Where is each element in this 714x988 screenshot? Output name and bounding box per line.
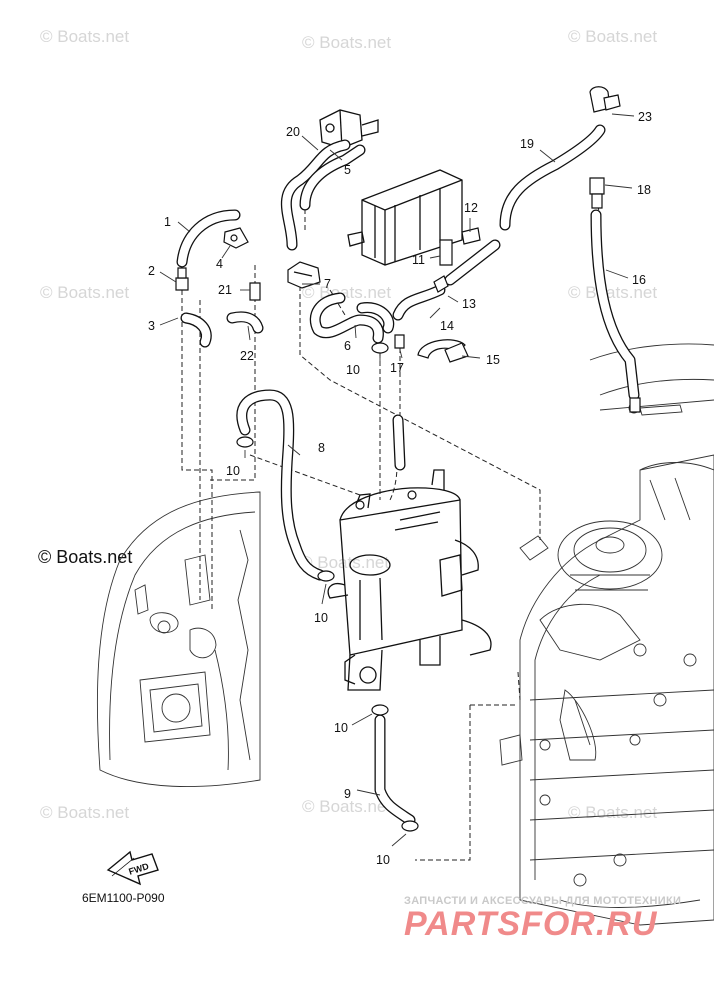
callout-10: 10 bbox=[314, 611, 328, 625]
callout-10: 10 bbox=[376, 853, 390, 867]
watermark: © Boats.net bbox=[302, 797, 391, 816]
callout-14: 14 bbox=[440, 319, 454, 333]
engine-block-right bbox=[499, 454, 714, 926]
callout-6: 6 bbox=[344, 339, 351, 353]
fwd-arrow-icon: FWD bbox=[106, 850, 159, 886]
callout-7: 7 bbox=[324, 277, 331, 291]
callout-4: 4 bbox=[216, 257, 223, 271]
callout-12: 12 bbox=[464, 201, 478, 215]
watermark: © Boats.net bbox=[568, 27, 657, 46]
callout-2: 2 bbox=[148, 264, 155, 278]
callout-9: 9 bbox=[344, 787, 351, 801]
watermark: © Boats.net bbox=[300, 553, 389, 572]
callout-13: 13 bbox=[462, 297, 476, 311]
watermark-layer: © Boats.net © Boats.net © Boats.net © Bo… bbox=[38, 27, 657, 822]
brand-subtitle: ЗАПЧАСТИ И АКСЕССУАРЫ ДЛЯ МОТОТЕХНИКИ bbox=[404, 895, 681, 907]
callout-10: 10 bbox=[346, 363, 360, 377]
hoses bbox=[176, 124, 640, 826]
watermark: © Boats.net bbox=[302, 33, 391, 52]
watermark: © Boats.net bbox=[40, 27, 129, 46]
watermark: © Boats.net bbox=[302, 283, 391, 302]
callout-21: 21 bbox=[218, 283, 232, 297]
watermark: © Boats.net bbox=[568, 803, 657, 822]
brand-logo: PARTSFOR.RU bbox=[404, 905, 658, 943]
callout-11: 11 bbox=[412, 253, 425, 267]
callout-17: 17 bbox=[390, 361, 404, 375]
diagram-code: 6EM1100-P090 bbox=[82, 891, 165, 905]
vapor-separator bbox=[327, 469, 492, 691]
leader-lines bbox=[181, 204, 601, 861]
callout-10: 10 bbox=[334, 721, 348, 735]
callout-19: 19 bbox=[520, 137, 534, 151]
watermark-dark: © Boats.net bbox=[38, 547, 132, 567]
callout-1: 1 bbox=[164, 215, 171, 229]
cowl-outline-right bbox=[589, 343, 714, 416]
branding-logo: ЗАПЧАСТИ И АКСЕССУАРЫ ДЛЯ МОТОТЕХНИКИ PA… bbox=[404, 895, 681, 943]
callout-leaders bbox=[159, 113, 635, 847]
watermark: © Boats.net bbox=[40, 803, 129, 822]
callout-8: 8 bbox=[318, 441, 325, 455]
callout-16: 16 bbox=[632, 273, 646, 287]
callout-5: 5 bbox=[344, 163, 351, 177]
canister-filter bbox=[347, 169, 463, 266]
watermark: © Boats.net bbox=[568, 283, 657, 302]
engine-housing-left bbox=[96, 491, 261, 787]
callout-23: 23 bbox=[638, 110, 652, 124]
callout-20: 20 bbox=[286, 125, 300, 139]
fittings-and-clips bbox=[175, 86, 641, 832]
callout-3: 3 bbox=[148, 319, 155, 333]
callout-15: 15 bbox=[486, 353, 500, 367]
callout-22: 22 bbox=[240, 349, 254, 363]
callout-10: 10 bbox=[226, 464, 240, 478]
watermark: © Boats.net bbox=[40, 283, 129, 302]
callout-18: 18 bbox=[637, 183, 651, 197]
callout-labels: 1 2 3 4 5 6 7 8 9 10 10 10 10 10 11 12 1… bbox=[148, 110, 652, 867]
